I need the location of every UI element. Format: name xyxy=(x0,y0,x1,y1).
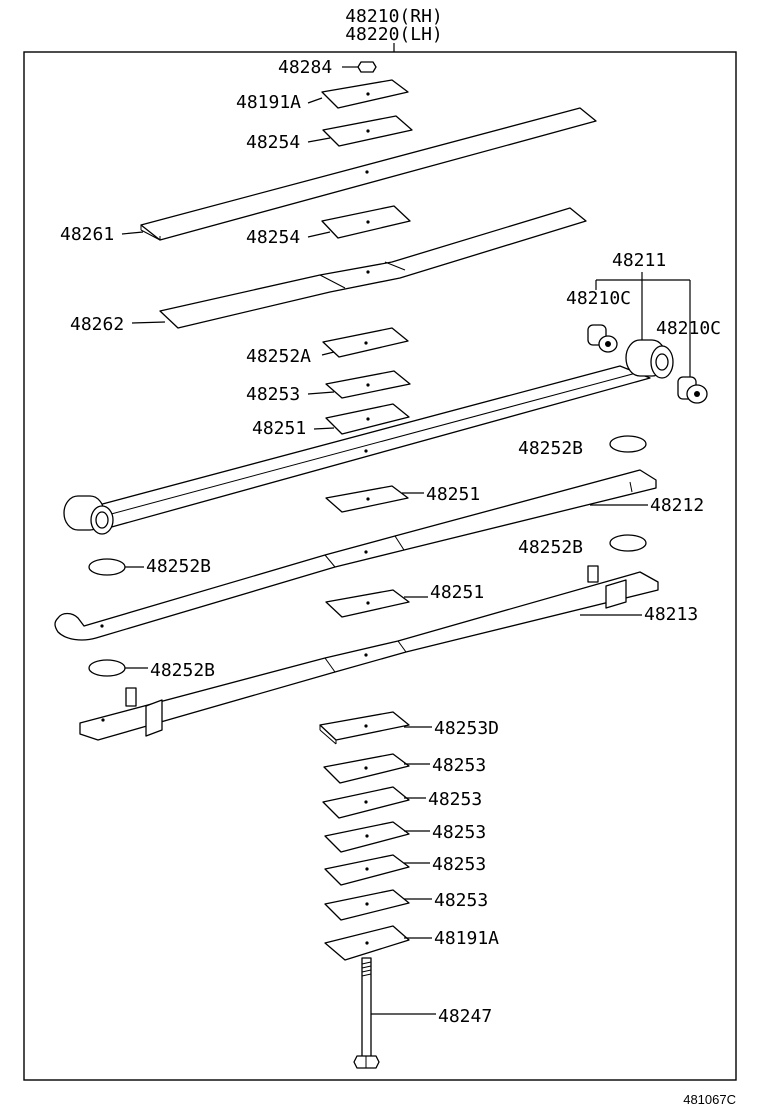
label-48262: 48262 xyxy=(70,314,124,335)
label-48252A: 48252A xyxy=(246,346,311,367)
part-48254-mid-spacer: 48254 xyxy=(246,205,411,248)
label-48253-3: 48253 xyxy=(432,822,486,843)
part-48251-a-plate: 48251 xyxy=(252,403,410,439)
part-48212-leaf: 48212 xyxy=(54,469,704,641)
part-48211-main-leaf: 48211 xyxy=(63,250,691,535)
assembly-frame xyxy=(23,51,737,1081)
part-48210C-left-bushing: 48210C xyxy=(566,288,631,353)
label-48191A-bottom: 48191A xyxy=(434,928,499,949)
label-48253-4: 48253 xyxy=(432,854,486,875)
part-48251-b-plate: 48251 xyxy=(325,484,480,513)
part-48253-upper-plate: 48253 xyxy=(246,370,411,405)
part-48284-nut: 48284 xyxy=(278,57,377,78)
label-48261: 48261 xyxy=(60,224,114,245)
label-48253-upper: 48253 xyxy=(246,384,300,405)
label-48254-top: 48254 xyxy=(246,132,300,153)
diagram-code: 481067C xyxy=(683,1092,736,1107)
part-48252B-a-pad: 48252B xyxy=(518,435,647,459)
label-48253D: 48253D xyxy=(434,718,499,739)
label-48254-mid: 48254 xyxy=(246,227,300,248)
label-48252B-b: 48252B xyxy=(518,537,583,558)
label-48247: 48247 xyxy=(438,1006,492,1027)
part-48253-stack-4: 48253 xyxy=(324,854,486,886)
part-48252B-c-pad: 48252B xyxy=(88,556,211,577)
label-48210C-left: 48210C xyxy=(566,288,631,309)
part-48254-top-spacer: 48254 xyxy=(246,115,413,153)
assembly-label-rh: 48210(RH) xyxy=(345,6,443,27)
label-48252B-c: 48252B xyxy=(146,556,211,577)
part-48253-stack-3: 48253 xyxy=(324,821,486,853)
label-48213: 48213 xyxy=(644,604,698,625)
part-48191A-top-plate: 48191A xyxy=(236,79,409,113)
part-48252A-plate: 48252A xyxy=(246,327,409,367)
label-48251-b: 48251 xyxy=(426,484,480,505)
part-48262-leaf: 48262 xyxy=(70,207,587,335)
part-48213-leaf: 48213 xyxy=(79,565,698,741)
part-48253-stack-1: 48253 xyxy=(323,753,486,784)
label-48211: 48211 xyxy=(612,250,666,271)
label-48253-2: 48253 xyxy=(428,789,482,810)
label-48253-1: 48253 xyxy=(432,755,486,776)
part-48252B-b-pad: 48252B xyxy=(518,534,647,558)
part-48210C-right-bushing: 48210C xyxy=(656,318,721,404)
label-48284: 48284 xyxy=(278,57,332,78)
part-48253-stack-2: 48253 xyxy=(322,786,482,819)
assembly-label-lh: 48220(LH) xyxy=(345,24,443,45)
part-48261-leaf: 48261 xyxy=(60,107,597,245)
part-48252B-d-pad: 48252B xyxy=(88,659,215,681)
part-48253D-plate: 48253D xyxy=(319,711,499,745)
label-48210C-right: 48210C xyxy=(656,318,721,339)
label-48212: 48212 xyxy=(650,495,704,516)
label-48252B-a: 48252B xyxy=(518,438,583,459)
part-48191A-bottom-plate: 48191A xyxy=(324,925,499,961)
part-48253-stack-5: 48253 xyxy=(324,889,488,921)
label-48251-c: 48251 xyxy=(430,582,484,603)
label-48252B-d: 48252B xyxy=(150,660,215,681)
label-48253-5: 48253 xyxy=(434,890,488,911)
label-48191A-top: 48191A xyxy=(236,92,301,113)
part-48251-c-plate: 48251 xyxy=(325,582,484,618)
part-48247-center-bolt: 48247 xyxy=(353,957,492,1069)
label-48251-a: 48251 xyxy=(252,418,306,439)
